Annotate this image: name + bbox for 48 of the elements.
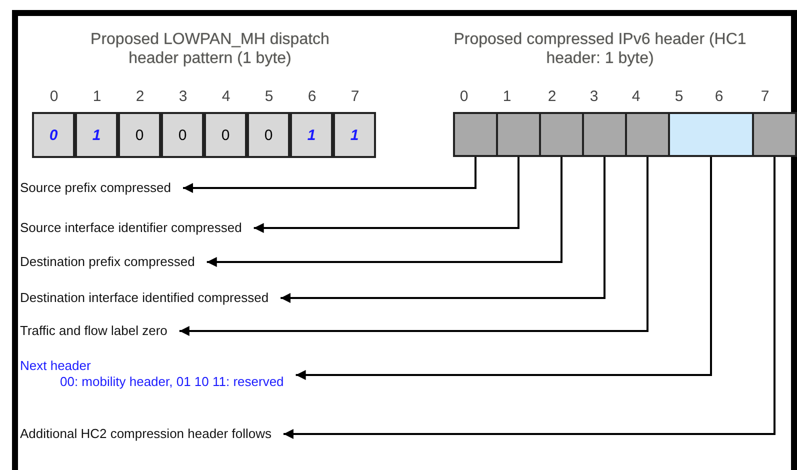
bit-number: 2 — [134, 88, 146, 105]
field-description: Destination interface identified compressed — [20, 290, 269, 306]
bit-value-cell: 1 — [290, 112, 333, 158]
bit-field-box — [582, 112, 627, 157]
bit-number: 6 — [306, 88, 318, 105]
leader-arrow — [179, 157, 648, 336]
bit-number: 0 — [458, 88, 470, 105]
bit-field-box — [668, 112, 754, 157]
heading: Proposed LOWPAN_MH dispatch header pattern (1 byte) — [90, 30, 330, 68]
bit-number: 6 — [714, 88, 724, 105]
bit-number: 5 — [264, 88, 274, 105]
bit-value-cell: 0 — [204, 112, 247, 158]
bit-field-box — [539, 112, 584, 157]
bit-value-cell: 0 — [247, 112, 290, 158]
field-description: Destination prefix compressed — [20, 254, 195, 270]
bit-value-cell: 0 — [118, 112, 161, 158]
bit-number: 7 — [350, 88, 360, 105]
bit-number: 4 — [630, 88, 642, 105]
bit-field-box — [453, 112, 498, 157]
bit-field-box — [625, 112, 670, 157]
bit-value-cell: 1 — [75, 112, 118, 158]
bit-field-box — [752, 112, 797, 157]
bit-number: 7 — [760, 88, 770, 105]
bit-number: 3 — [178, 88, 188, 105]
bit-number: 5 — [674, 88, 684, 105]
leader-arrow — [254, 157, 520, 233]
leader-arrow — [206, 157, 562, 267]
field-description: Traffic and flow label zero — [20, 323, 168, 339]
field-description: Additional HC2 compression header follows — [20, 426, 272, 442]
bit-number: 0 — [48, 88, 60, 105]
field-detail: 00: mobility header, 01 10 11: reserved — [59, 374, 284, 390]
field-description: Source prefix compressed — [20, 180, 172, 196]
field-description: Next header — [20, 358, 92, 374]
field-description: Source interface identifier compressed — [20, 220, 242, 236]
bit-value-cell: 0 — [32, 112, 75, 158]
leader-arrow — [280, 157, 606, 303]
bit-field-box — [496, 112, 541, 157]
bit-number: 3 — [588, 88, 600, 105]
leader-arrow — [296, 157, 712, 380]
bit-number: 2 — [546, 88, 558, 105]
leader-arrow — [183, 157, 476, 193]
leader-arrow — [283, 157, 776, 439]
bit-value-cell: 1 — [333, 112, 376, 158]
bit-number: 1 — [92, 88, 102, 105]
heading: Proposed compressed IPv6 header (HC1 header: 1 byte) — [452, 30, 748, 68]
bit-value-cell: 0 — [161, 112, 204, 158]
bit-number: 4 — [220, 88, 232, 105]
bit-number: 1 — [502, 88, 512, 105]
